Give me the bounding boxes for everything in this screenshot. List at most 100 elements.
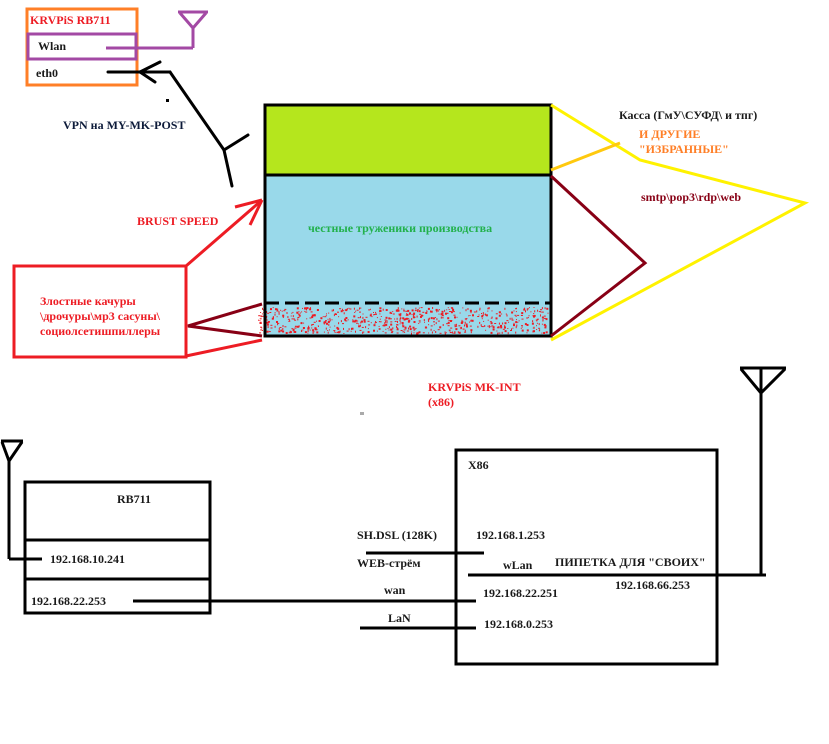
- noise-speck: [426, 310, 428, 312]
- noise-speck: [487, 310, 489, 312]
- noise-speck: [532, 327, 535, 329]
- noise-speck: [526, 317, 529, 319]
- noise-speck: [418, 320, 421, 322]
- noise-speck: [405, 317, 408, 320]
- noise-speck: [277, 308, 279, 311]
- noise-speck: [313, 323, 314, 325]
- noise-speck: [521, 312, 524, 315]
- noise-speck: [368, 309, 371, 311]
- noise-speck: [318, 320, 321, 322]
- noise-speck: [452, 309, 455, 311]
- noise-speck: [444, 331, 446, 334]
- noise-speck: [278, 330, 281, 333]
- noise-speck: [353, 320, 356, 323]
- noise-speck: [396, 325, 397, 328]
- noise-speck: [306, 307, 309, 310]
- noise-speck: [428, 317, 430, 320]
- noise-speck: [470, 331, 472, 334]
- noise-speck: [327, 330, 329, 331]
- noise-speck: [382, 308, 384, 311]
- noise-speck: [402, 331, 405, 333]
- noise-speck: [535, 315, 536, 317]
- noise-speck: [362, 316, 364, 319]
- noise-speck: [339, 330, 341, 333]
- noise-speck: [397, 307, 399, 310]
- noise-speck: [286, 312, 288, 314]
- noise-speck: [360, 316, 361, 319]
- noise-speck: [446, 312, 449, 314]
- noise-speck: [504, 330, 507, 333]
- noise-speck: [311, 327, 313, 329]
- noise-speck: [515, 311, 517, 313]
- noise-speck: [498, 322, 500, 325]
- noise-speck: [276, 310, 279, 312]
- dsl-link-label: SH.DSL (128K): [357, 528, 438, 542]
- noise-speck: [458, 325, 461, 327]
- noise-speck: [409, 328, 412, 331]
- noise-speck: [455, 325, 458, 327]
- noise-speck: [318, 325, 319, 327]
- noise-speck: [359, 329, 362, 331]
- noise-speck: [547, 312, 549, 314]
- middle-band: [265, 175, 551, 303]
- noise-speck: [309, 317, 312, 319]
- noise-speck: [344, 309, 347, 311]
- noise-speck: [308, 325, 310, 328]
- noise-speck: [480, 324, 482, 327]
- noise-speck: [316, 309, 319, 311]
- noise-speck: [343, 327, 344, 330]
- noise-speck: [476, 310, 478, 313]
- noise-speck: [350, 330, 352, 332]
- noise-speck: [496, 330, 498, 332]
- noise-speck: [454, 325, 456, 328]
- noise-speck: [307, 330, 309, 332]
- noise-speck: [380, 316, 382, 317]
- noise-speck: [481, 313, 482, 314]
- noise-speck: [427, 318, 429, 321]
- noise-speck: [327, 318, 329, 320]
- noise-speck: [280, 329, 283, 332]
- noise-speck: [346, 308, 348, 311]
- noise-speck: [411, 313, 413, 315]
- noise-speck: [405, 318, 407, 320]
- noise-speck: [382, 330, 384, 332]
- noise-speck: [526, 329, 529, 332]
- bad-users-line3: социолсетишпиллеры: [40, 324, 161, 338]
- noise-speck: [515, 316, 517, 317]
- noise-speck: [446, 323, 449, 325]
- noise-speck: [470, 319, 472, 322]
- noise-speck: [396, 332, 399, 334]
- noise-speck: [504, 326, 506, 329]
- noise-speck: [481, 325, 483, 327]
- noise-speck: [392, 313, 395, 315]
- noise-speck: [268, 331, 271, 333]
- noise-speck: [521, 325, 523, 327]
- noise-speck: [306, 308, 307, 311]
- noise-speck: [464, 318, 466, 320]
- noise-speck: [423, 319, 425, 321]
- noise-speck: [433, 324, 435, 326]
- noise-speck: [333, 309, 334, 312]
- noise-speck: [488, 325, 490, 327]
- noise-speck: [422, 311, 425, 313]
- middle-label: честные труженики производства: [308, 221, 493, 235]
- noise-speck: [482, 312, 484, 315]
- noise-speck: [430, 310, 431, 313]
- noise-speck: [521, 318, 524, 320]
- noise-speck: [430, 317, 433, 320]
- noise-speck: [356, 320, 359, 322]
- noise-speck: [449, 332, 452, 333]
- noise-speck: [325, 315, 327, 317]
- noise-speck: [502, 328, 505, 330]
- noise-speck: [481, 315, 484, 318]
- noise-speck: [490, 326, 492, 328]
- noise-speck: [354, 312, 356, 313]
- noise-speck: [533, 307, 535, 308]
- noise-speck: [416, 332, 419, 335]
- noise-speck: [348, 328, 350, 331]
- noise-speck: [536, 322, 538, 324]
- noise-speck: [516, 324, 518, 327]
- noise-speck: [352, 319, 354, 321]
- noise-speck: [294, 331, 297, 333]
- noise-speck: [323, 321, 326, 324]
